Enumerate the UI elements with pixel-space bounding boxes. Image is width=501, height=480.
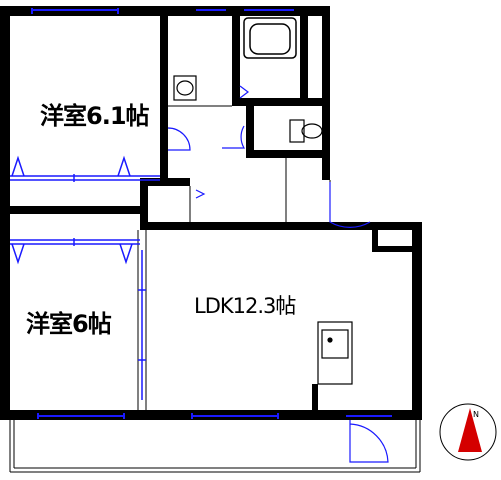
room-label-western-2: 洋室6帖 — [26, 310, 112, 338]
thin-walls — [137, 105, 331, 410]
walls — [0, 6, 422, 420]
room-label-western-1: 洋室6.1帖 — [40, 102, 150, 130]
closet-bed2 — [10, 238, 140, 265]
doors — [167, 85, 389, 463]
windows — [31, 8, 392, 419]
compass-icon — [439, 403, 497, 461]
toilet-2 — [289, 119, 323, 143]
closet-bed1 — [10, 155, 160, 182]
bathtub — [243, 17, 297, 59]
sliding-door-bed2 — [138, 250, 146, 400]
compass-north-label: N — [473, 410, 479, 419]
toilet-1 — [173, 75, 197, 101]
kitchen-counter — [317, 321, 353, 385]
balcony — [9, 420, 421, 473]
room-label-ldk: LDK12.3帖 — [194, 294, 296, 318]
